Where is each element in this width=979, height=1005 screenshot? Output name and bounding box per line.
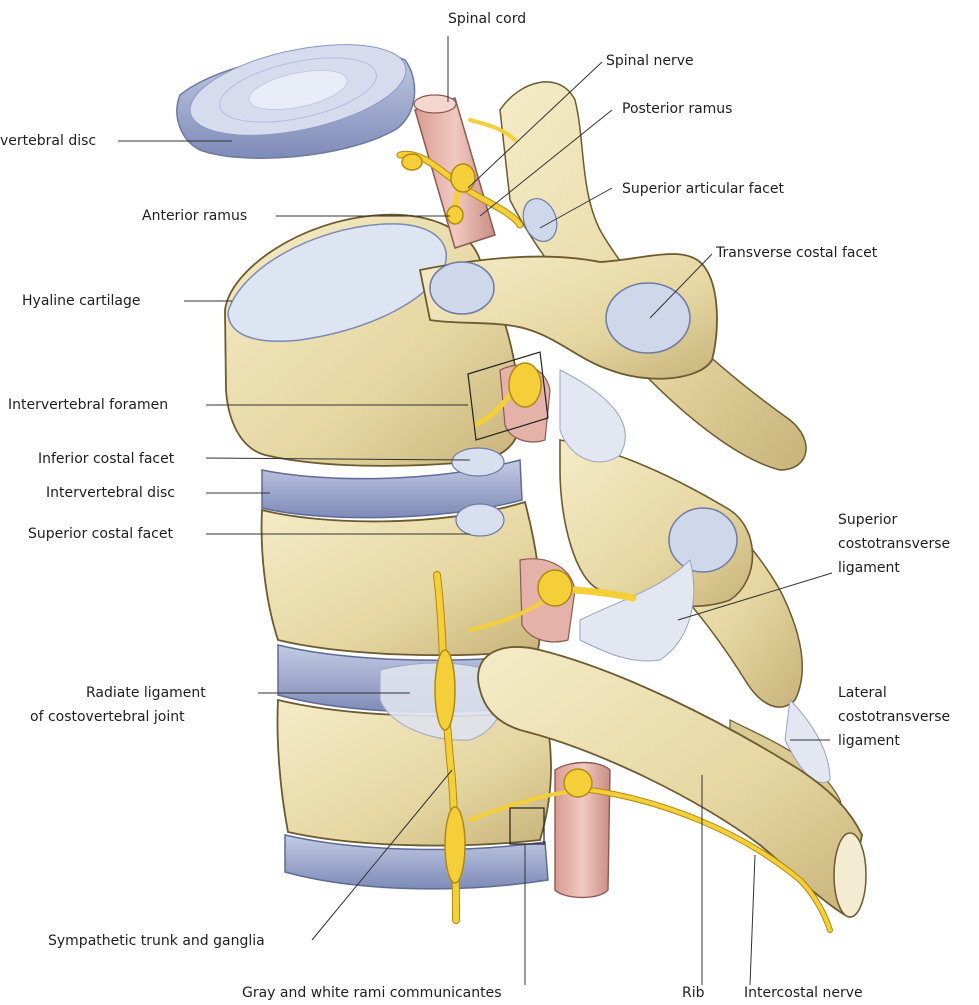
label-radiate-ligament-line1: Radiate ligament	[86, 684, 206, 702]
label-rami-communicantes: Gray and white rami communicantes	[242, 984, 502, 1002]
label-superior-costotransverse-ligament-line1: Superior	[838, 511, 897, 529]
label-radiate-ligament-line2: of costovertebral joint	[30, 708, 185, 726]
label-intervertebral-disc: Intervertebral disc	[46, 484, 175, 502]
label-hyaline-cartilage: Hyaline cartilage	[22, 292, 141, 310]
label-sympathetic-trunk: Sympathetic trunk and ganglia	[48, 932, 265, 950]
label-lateral-costotransverse-ligament-line1: Lateral	[838, 684, 887, 702]
label-rib: Rib	[682, 984, 705, 1002]
label-spinal-cord: Spinal cord	[448, 10, 526, 28]
label-spinal-nerve: Spinal nerve	[606, 52, 694, 70]
label-lateral-costotransverse-ligament-line3: ligament	[838, 732, 900, 750]
label-superior-articular-facet: Superior articular facet	[622, 180, 784, 198]
label-posterior-ramus: Posterior ramus	[622, 100, 732, 118]
label-intervertebral-foramen: Intervertebral foramen	[8, 396, 168, 414]
label-top-intervertebral-disc: vertebral disc	[0, 132, 96, 150]
loose-intervertebral-disc	[177, 28, 415, 158]
label-superior-costotransverse-ligament-line2: costotransverse	[838, 535, 950, 553]
label-intercostal-nerve: Intercostal nerve	[744, 984, 863, 1002]
label-superior-costal-facet: Superior costal facet	[28, 525, 173, 543]
label-anterior-ramus: Anterior ramus	[142, 207, 247, 225]
label-lateral-costotransverse-ligament-line2: costotransverse	[838, 708, 950, 726]
label-superior-costotransverse-ligament-line3: ligament	[838, 559, 900, 577]
label-transverse-costal-facet: Transverse costal facet	[716, 244, 877, 262]
label-inferior-costal-facet: Inferior costal facet	[38, 450, 174, 468]
